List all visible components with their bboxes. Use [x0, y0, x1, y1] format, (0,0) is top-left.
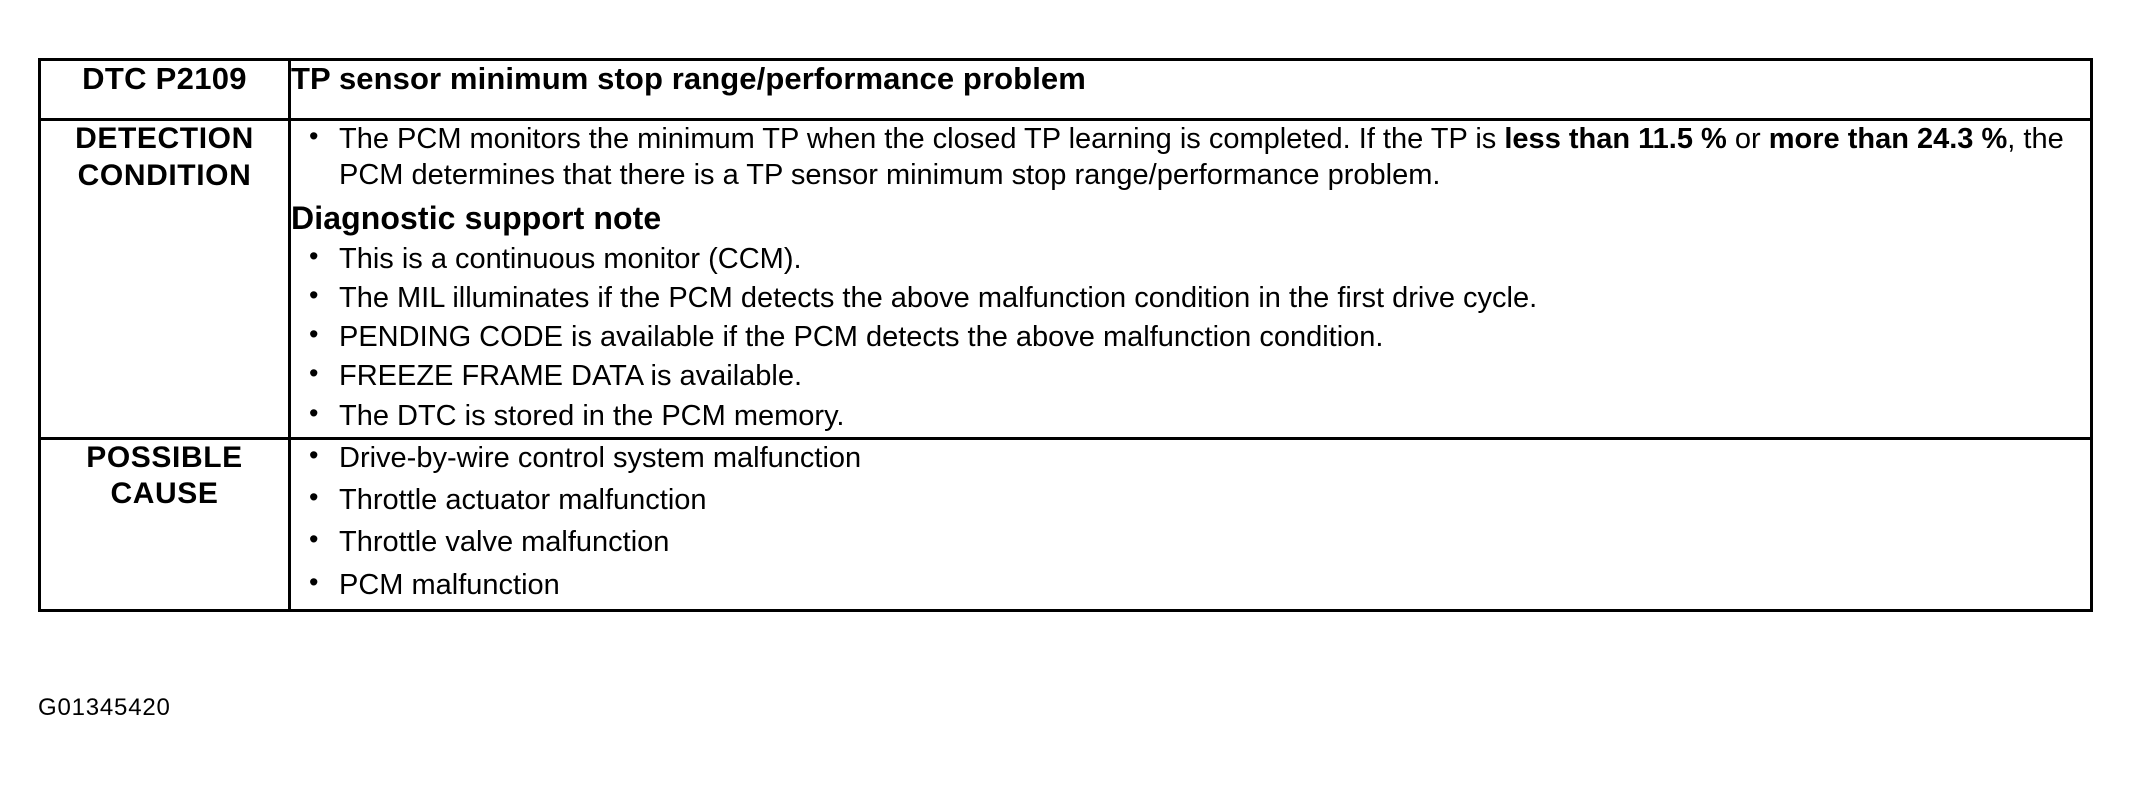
list-item: The MIL illuminates if the PCM detects t…	[291, 278, 2090, 316]
detection-main-part2: or	[1726, 123, 1769, 155]
list-item: Throttle valve malfunction	[291, 522, 2090, 560]
list-item: The PCM monitors the minimum TP when the…	[291, 119, 2090, 194]
list-item: PENDING CODE is available if the PCM det…	[291, 317, 2090, 355]
figure-code: G01345420	[38, 694, 171, 721]
detection-main-list: The PCM monitors the minimum TP when the…	[291, 119, 2090, 194]
detection-main-part3: , the PCM determines that there is a TP …	[339, 123, 2064, 192]
possible-cause-content: Drive-by-wire control system malfunction…	[288, 436, 2093, 612]
diagnostic-support-note-heading: Diagnostic support note	[291, 199, 662, 236]
list-item: This is a continuous monitor (CCM).	[291, 238, 2090, 277]
table-row-possible-cause: POSSIBLE CAUSE Drive-by-wire control sys…	[38, 436, 2093, 612]
detection-condition-label: DETECTION CONDITION	[38, 118, 291, 440]
list-item: FREEZE FRAME DATA is available.	[291, 356, 2090, 394]
dtc-title-cell: TP sensor minimum stop range/performance…	[288, 58, 2093, 121]
dtc-diagnostic-table: DTC P2109 TP sensor minimum stop range/p…	[38, 58, 2093, 612]
table-row-detection-condition: DETECTION CONDITION The PCM monitors the…	[38, 118, 2093, 440]
list-item: PCM malfunction	[291, 564, 2090, 603]
possible-cause-list: Drive-by-wire control system malfunction…	[291, 438, 2090, 603]
detection-condition-content: The PCM monitors the minimum TP when the…	[288, 118, 2093, 440]
list-item: The DTC is stored in the PCM memory.	[291, 395, 2090, 434]
detection-main-bold1: less than 11.5 %	[1504, 123, 1727, 155]
detection-main-bold2: more than 24.3 %	[1768, 123, 2008, 155]
list-item: Throttle actuator malfunction	[291, 480, 2090, 518]
dtc-code-cell: DTC P2109	[38, 58, 291, 121]
diagnostic-support-note-list: This is a continuous monitor (CCM). The …	[291, 238, 2090, 434]
table-row-header: DTC P2109 TP sensor minimum stop range/p…	[38, 58, 2093, 121]
possible-cause-label: POSSIBLE CAUSE	[38, 436, 291, 612]
list-item: Drive-by-wire control system malfunction	[291, 438, 2090, 476]
detection-main-part1: The PCM monitors the minimum TP when the…	[339, 123, 1505, 155]
